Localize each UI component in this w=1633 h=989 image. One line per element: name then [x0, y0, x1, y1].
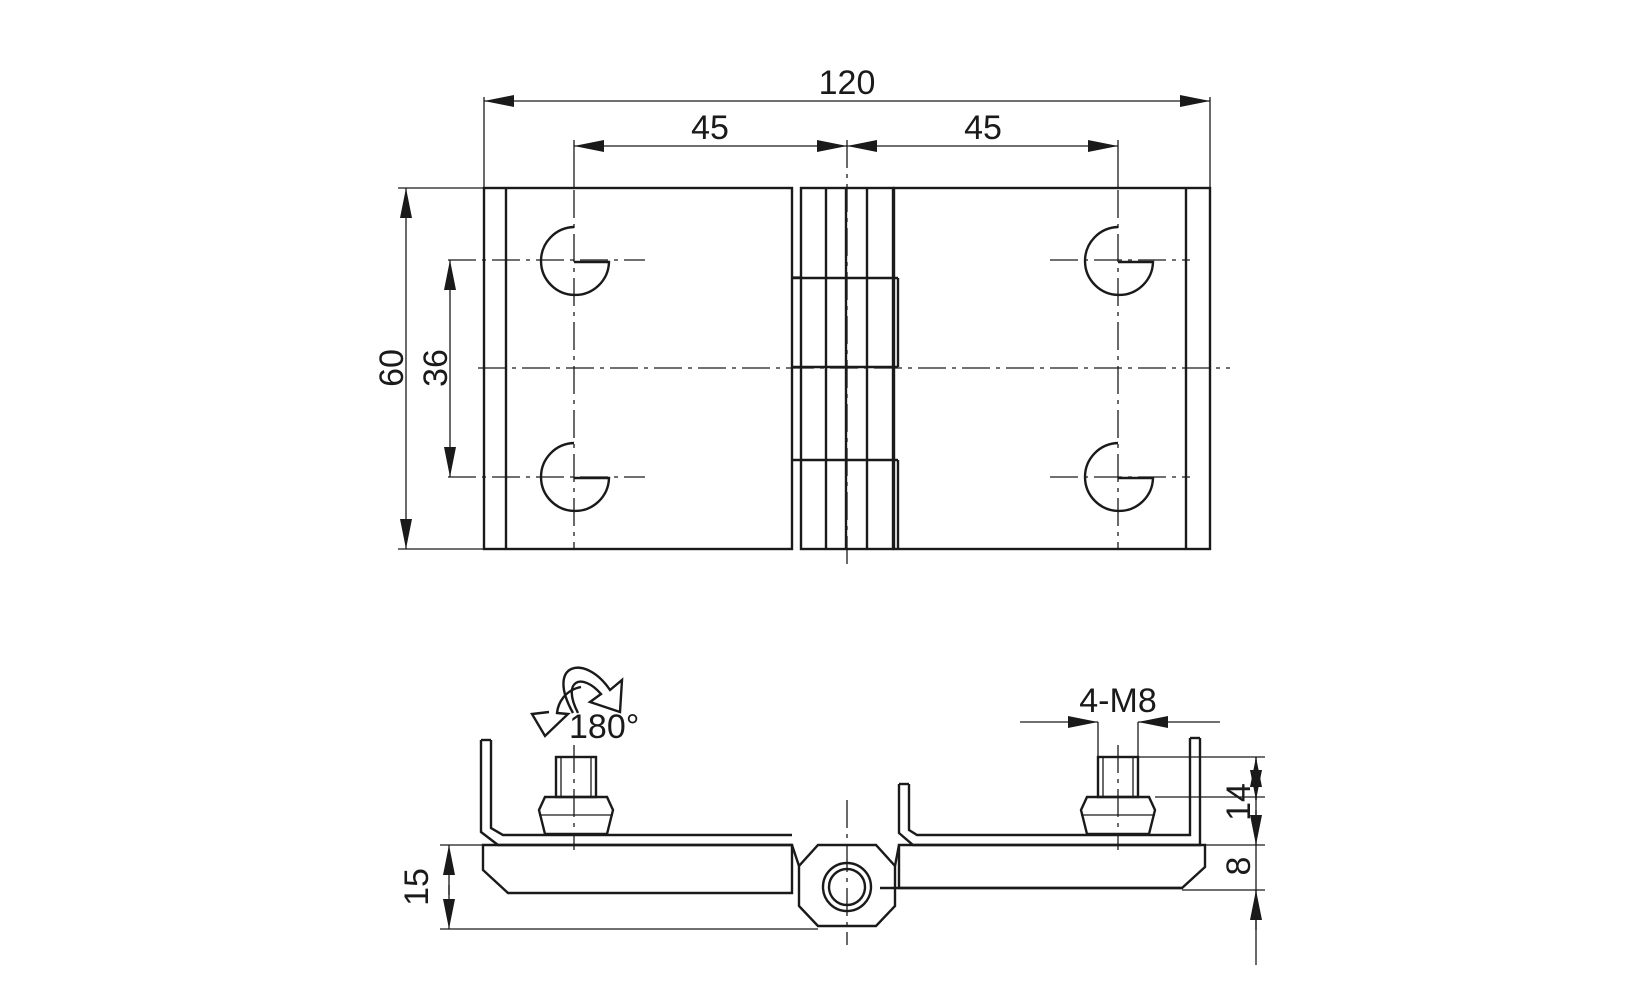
rotation-label: 180° [569, 708, 639, 746]
dimension-overall-height: 60 [373, 188, 412, 549]
dimension-overall-thickness: 15 [398, 844, 818, 930]
top-view: 120 45 45 60 36 [373, 64, 1230, 565]
right-bracket [897, 736, 1202, 847]
left-base-leaf [481, 843, 794, 895]
center-lines-side [573, 745, 1119, 945]
hole-bottom-right [1083, 441, 1155, 513]
dimension-overall-width: 120 [484, 64, 1210, 107]
dimension-left-pitch: 45 [574, 109, 847, 152]
dim-label-hole-spacing: 36 [417, 349, 455, 387]
extension-lines-top [398, 97, 1211, 550]
dim-label-stud-height: 14 [1220, 783, 1258, 821]
knuckle-section [790, 843, 901, 928]
dimension-stud-height: 14 [1220, 757, 1262, 821]
hole-top-right [1083, 225, 1155, 297]
dimension-thread: 4-M8 [1020, 682, 1220, 757]
dimension-hole-spacing: 36 [417, 260, 456, 477]
dim-label-right-pitch: 45 [964, 109, 1002, 147]
dim-label-overall-thickness: 15 [398, 868, 436, 906]
rotate-180-icon: 180° [530, 666, 639, 746]
stud-left [537, 755, 615, 836]
side-view: 180° 4-M8 14 8 [398, 666, 1265, 965]
dim-label-overall-width: 120 [819, 64, 876, 102]
hole-top-left [539, 225, 611, 297]
hole-bottom-left [539, 441, 611, 513]
dim-label-thread: 4-M8 [1079, 682, 1156, 720]
left-bracket [479, 738, 792, 847]
center-lines-top [448, 140, 1230, 565]
right-base-leaf [880, 843, 1207, 890]
dim-label-leaf-thickness: 8 [1220, 857, 1258, 876]
dimension-leaf-thickness: 8 [1220, 810, 1262, 930]
dim-label-left-pitch: 45 [691, 109, 729, 147]
dim-label-overall-height: 60 [373, 349, 411, 387]
dimension-right-pitch: 45 [847, 109, 1118, 152]
